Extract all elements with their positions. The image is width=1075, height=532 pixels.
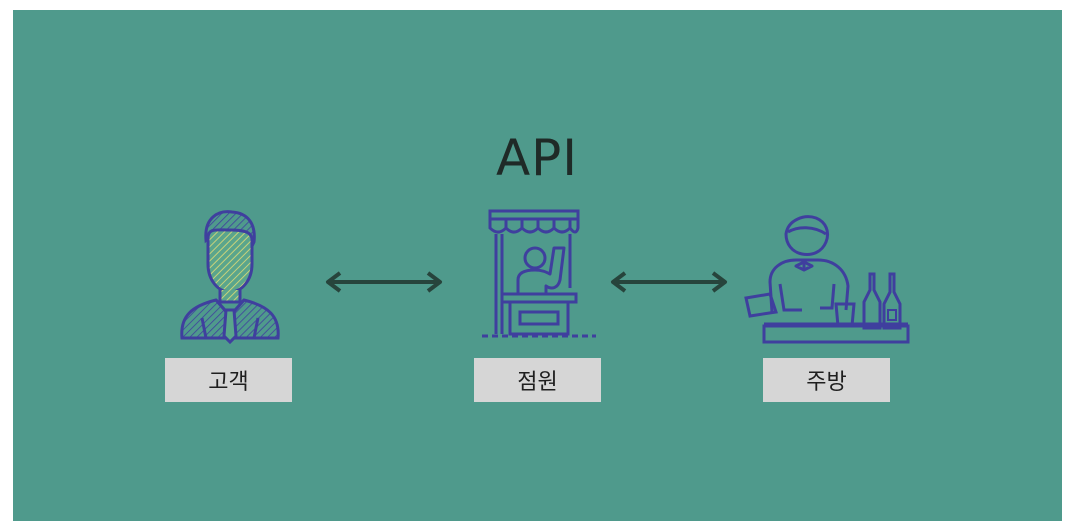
arrow-staff-kitchen xyxy=(611,271,727,293)
diagram-title: API xyxy=(495,129,579,187)
node-label-kitchen: 주방 xyxy=(763,358,890,402)
kitchen-chef-icon xyxy=(744,215,910,344)
arrow-customer-staff xyxy=(326,271,442,293)
staff-counter-icon xyxy=(482,209,596,338)
node-label-customer: 고객 xyxy=(165,358,292,402)
customer-person-icon xyxy=(180,210,280,345)
node-label-staff: 점원 xyxy=(474,358,601,402)
diagram-panel xyxy=(13,10,1062,521)
